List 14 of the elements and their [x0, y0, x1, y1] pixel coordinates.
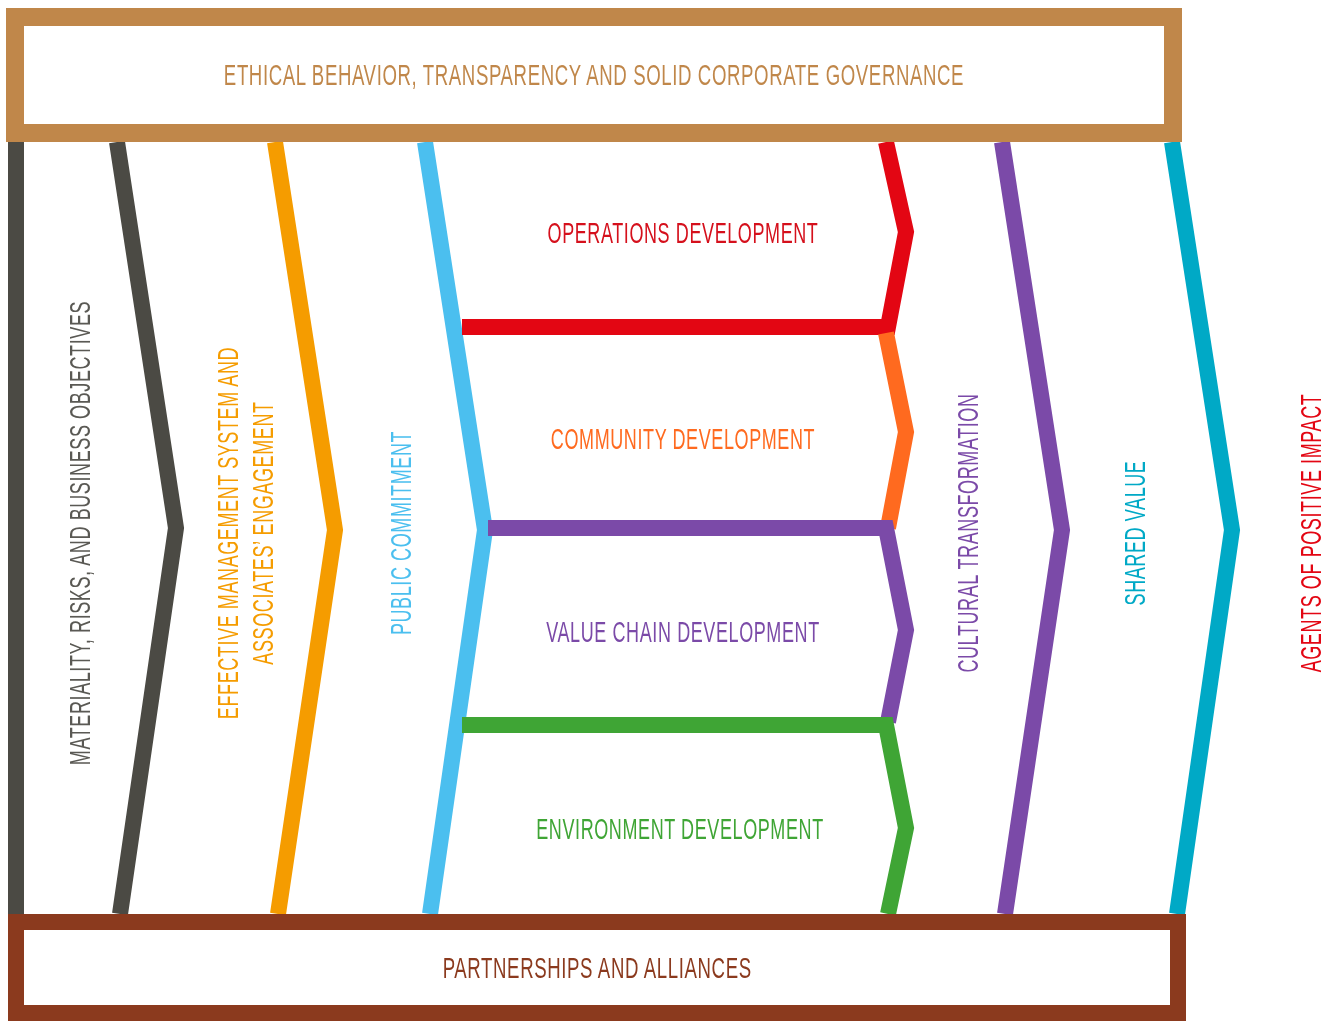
vertical-label: AGENTS OF POSITIVE IMPACT: [1293, 393, 1329, 673]
vertical-label: PUBLIC COMMITMENT: [383, 430, 419, 636]
stage-label: VALUE CHAIN DEVELOPMENT: [546, 614, 820, 650]
banner-box: [8, 914, 1186, 1021]
vertical-label: MATERIALITY, RISKS, AND BUSINESS OBJECTIVES: [62, 300, 98, 766]
stage-label: ENVIRONMENT DEVELOPMENT: [536, 811, 824, 847]
vertical-label: SHARED VALUE: [1117, 460, 1153, 606]
vertical-label: CULTURAL TRANSFORMATION: [950, 393, 986, 673]
vertical-label: EFFECTIVE MANAGEMENT SYSTEM AND ASSOCIATES’ ENGAGEMENT: [210, 335, 280, 731]
stage-label: COMMUNITY DEVELOPMENT: [550, 421, 816, 457]
banner-text: ETHICAL BEHAVIOR, TRANSPARENCY AND SOLID CORPORATE GOVERNANCE: [223, 58, 965, 92]
banner-box: [6, 8, 1182, 142]
banner-text: PARTNERSHIPS AND ALLIANCES: [442, 950, 752, 985]
stage-label: OPERATIONS DEVELOPMENT: [547, 215, 819, 251]
